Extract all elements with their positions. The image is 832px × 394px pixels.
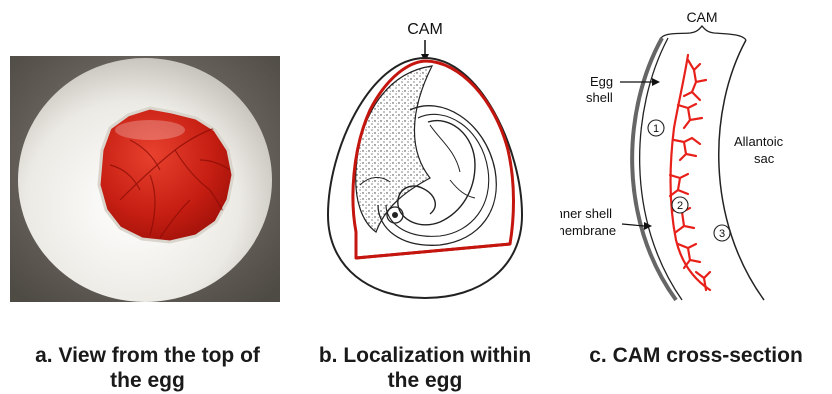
- caption-c-line1: c. CAM cross-section: [560, 343, 832, 368]
- marker-1: 1: [653, 123, 659, 135]
- egg-top-photo: [0, 0, 290, 330]
- egg-shell-label-1: Egg: [590, 74, 613, 89]
- egg-section-drawing: CAM: [290, 0, 560, 330]
- panel-a: a. View from the top of the egg: [0, 0, 290, 394]
- allantoic-label-1: Allantoic: [734, 134, 784, 149]
- egg-shell-arrowhead: [652, 78, 660, 86]
- panel-c: CAM 1 2 3 Egg shell Inner shell: [560, 0, 832, 394]
- caption-b-line2: the egg: [290, 368, 560, 393]
- allantoic-boundary: [719, 40, 764, 300]
- caption-a-line1: a. View from the top of: [10, 343, 285, 368]
- egg-shell-layer: [632, 38, 676, 300]
- cam-label-c: CAM: [686, 9, 717, 25]
- marker-2: 2: [677, 200, 683, 212]
- cam-label-b: CAM: [407, 21, 443, 38]
- cam-vessels: [670, 55, 710, 290]
- cam-bracket: [660, 26, 746, 40]
- inner-membrane-arrowhead: [644, 222, 652, 230]
- caption-c: c. CAM cross-section: [560, 343, 832, 368]
- highlight: [115, 120, 185, 140]
- embryo-pupil: [392, 212, 398, 218]
- inner-membrane-label-2: membrane: [560, 223, 616, 238]
- panel-b: CAM b. Localization within the egg: [290, 0, 560, 394]
- marker-3: 3: [719, 228, 725, 240]
- caption-b-line1: b. Localization within: [290, 343, 560, 368]
- egg-shell-label-2: shell: [586, 90, 613, 105]
- caption-a-line2: the egg: [10, 368, 285, 393]
- cam-cross-section: CAM 1 2 3 Egg shell Inner shell: [560, 0, 832, 330]
- allantoic-label-2: sac: [754, 151, 775, 166]
- inner-membrane-label-1: Inner shell: [560, 206, 612, 221]
- caption-a: a. View from the top of the egg: [10, 343, 285, 393]
- caption-b: b. Localization within the egg: [290, 343, 560, 393]
